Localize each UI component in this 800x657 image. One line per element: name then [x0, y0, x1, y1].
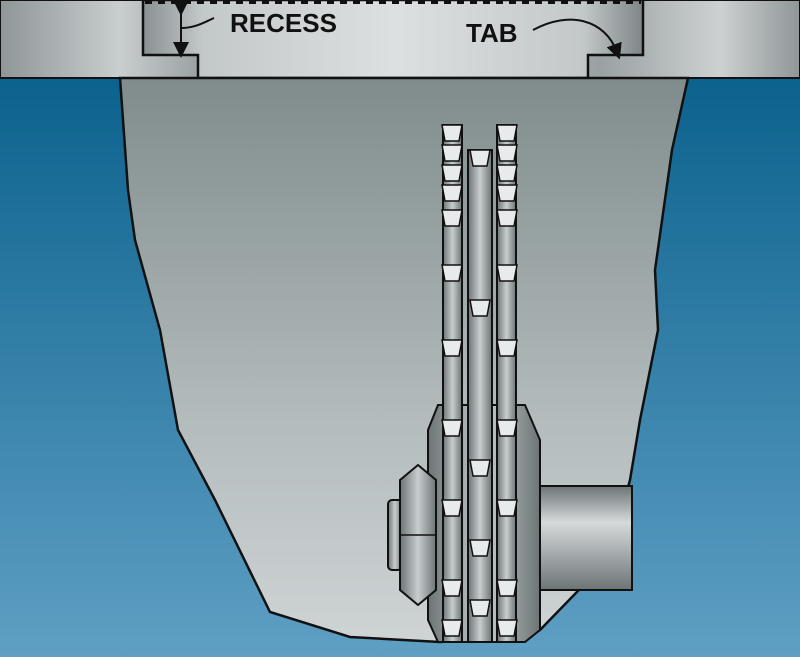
tooth: [441, 619, 463, 637]
tooth: [469, 299, 491, 317]
tooth: [441, 184, 463, 202]
tooth: [441, 339, 463, 357]
tooth: [441, 164, 463, 182]
blade-left: [442, 124, 463, 643]
blade-right: [496, 124, 517, 643]
recess-callout: RECESS: [173, 0, 337, 58]
cutter-teeth: [441, 124, 518, 637]
tooth: [469, 149, 491, 167]
tooth: [469, 599, 491, 617]
tooth: [441, 209, 463, 227]
tooth: [496, 339, 518, 357]
drive-shaft: [527, 485, 633, 591]
recess-label: RECESS: [230, 8, 337, 38]
tooth: [496, 184, 518, 202]
top-plate: [0, 0, 800, 80]
tooth: [441, 579, 463, 597]
tooth: [496, 579, 518, 597]
tooth: [469, 539, 491, 557]
tooth: [496, 419, 518, 437]
tooth: [441, 499, 463, 517]
tab-arrow: [532, 18, 622, 60]
blade-center: [467, 149, 493, 643]
tooth: [441, 419, 463, 437]
tooth: [441, 124, 463, 142]
tooth: [496, 144, 518, 162]
tab-label: TAB: [466, 18, 518, 48]
tooth: [496, 164, 518, 182]
tooth: [441, 144, 463, 162]
tooth: [496, 209, 518, 227]
tooth: [469, 459, 491, 477]
tab-callout: TAB: [466, 18, 622, 60]
hex-nut: [387, 463, 437, 607]
tooth: [496, 619, 518, 637]
recess: [141, 0, 645, 80]
tooth: [496, 499, 518, 517]
tooth: [496, 124, 518, 142]
tooth: [496, 264, 518, 282]
tooth: [441, 264, 463, 282]
cutter-blades: [442, 124, 517, 643]
